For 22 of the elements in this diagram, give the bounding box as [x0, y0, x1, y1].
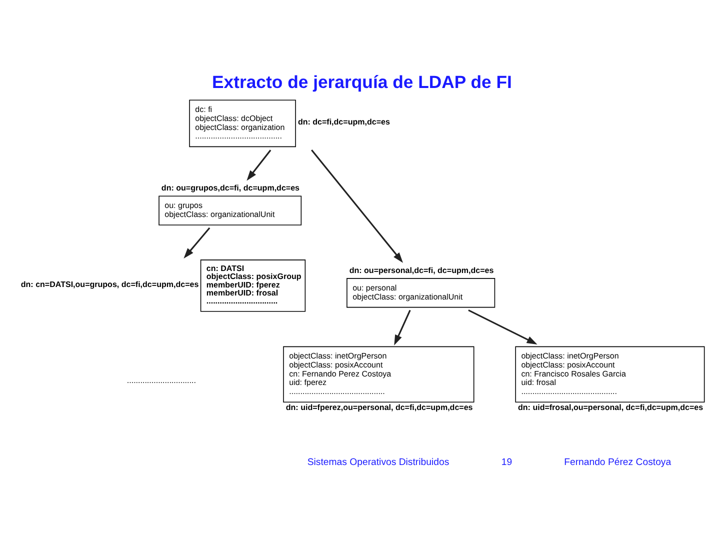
node-label: dn: dc=fi,dc=upm,dc=es — [298, 117, 390, 126]
arrow — [246, 149, 272, 180]
node-label: dn: ou=personal,dc=fi, dc=upm,dc=es — [349, 265, 494, 274]
label: Sistemas Operativos Distribuidos — [307, 456, 450, 468]
node-label: dn: uid=frosal,ou=personal, dc=fi,dc=upm,dc=es — [518, 402, 704, 412]
node-box: cn: DATSI objectClass: posixGroup memberUID: fperez memberUID: frosal ................................ — [200, 259, 306, 312]
label: Fernando Pérez Costoya — [564, 456, 672, 468]
node-box: dc: fi objectClass: dcObject objectClass: organization ....................................... — [189, 99, 296, 147]
node-box: objectClass: inetOrgPerson objectClass: posixAccount cn: Fernando Perez Costoya uid: fperez ........................................... — [283, 346, 474, 402]
node-label: dn: ou=grupos,dc=fi, dc=upm,dc=es — [161, 182, 300, 192]
label: ............................... — [126, 376, 196, 385]
label: 19 — [501, 456, 512, 468]
node-box: ou: personal objectClass: organizationalUnit — [346, 278, 496, 308]
arrow — [311, 149, 403, 262]
arrow — [468, 308, 538, 344]
node-label: dn: uid=fperez,ou=personal, dc=fi,dc=upm,dc=es — [286, 402, 473, 412]
diagram-title: Extracto de jerarquía de LDAP de FI — [212, 71, 512, 92]
node-box: objectClass: inetOrgPerson objectClass: posixAccount cn: Francisco Rosales Garcia uid: frosal ........................................... — [515, 346, 705, 402]
node-label: dn: cn=DATSI,ou=grupos, dc=fi,dc=upm,dc=es — [20, 279, 199, 288]
node-box: ou: grupos objectClass: organizationalUnit — [158, 195, 302, 225]
arrow — [394, 309, 411, 345]
arrow — [184, 226, 210, 258]
